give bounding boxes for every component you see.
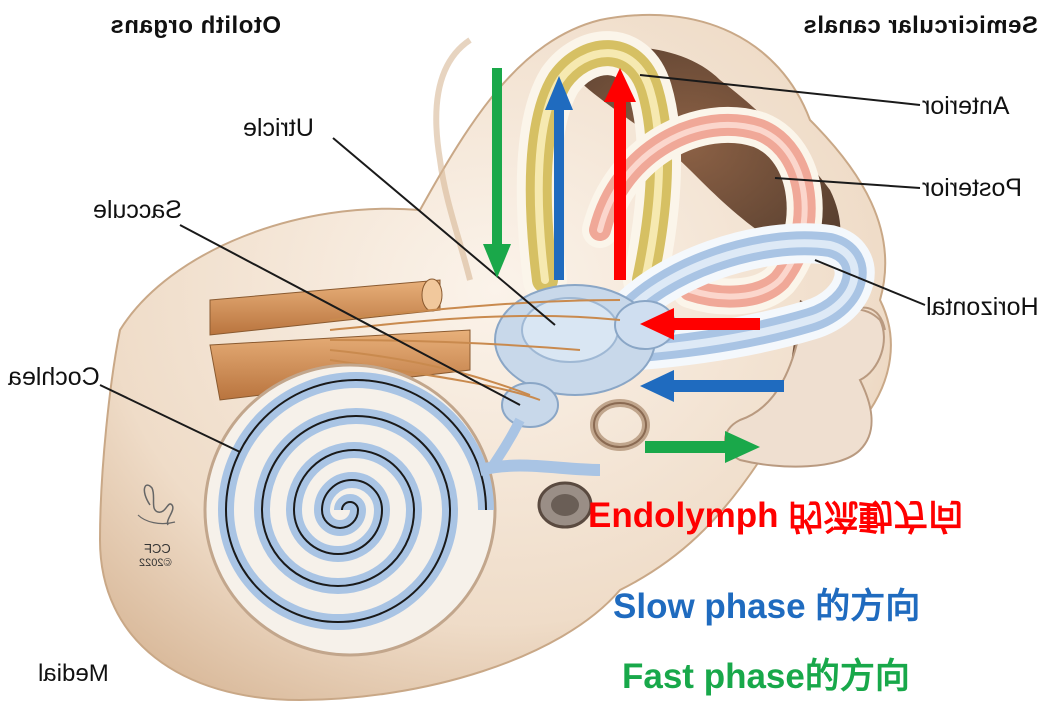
label-posterior: Posterior bbox=[922, 176, 1022, 201]
legend-slow-phase: Slow phase 的方向 bbox=[613, 589, 920, 624]
legend-endolymph-suffix: 的流動方向 bbox=[788, 498, 963, 533]
label-cochlea: Cochlea bbox=[8, 365, 100, 390]
label-horizontal: Horizontal bbox=[926, 295, 1039, 320]
copyright-ccf: CCF bbox=[144, 542, 171, 555]
label-saccule: Saccule bbox=[93, 198, 182, 223]
label-utricle: Utricle bbox=[243, 116, 314, 141]
copyright-year: ©2022 bbox=[139, 558, 172, 569]
legend-fast-phase: Fast phase的方向 bbox=[622, 659, 910, 694]
label-anterior: Anterior bbox=[922, 94, 1010, 119]
label-medial: Medial bbox=[38, 662, 109, 686]
header-semicircular-canals: Semicircular canals bbox=[803, 14, 1038, 38]
round-window bbox=[539, 483, 591, 527]
legend-endolymph: Endolymph 的流動方向 bbox=[588, 498, 963, 533]
header-otolith-organs: Otolith organs bbox=[110, 14, 281, 38]
legend-endolymph-text: Endolymph bbox=[588, 496, 779, 535]
